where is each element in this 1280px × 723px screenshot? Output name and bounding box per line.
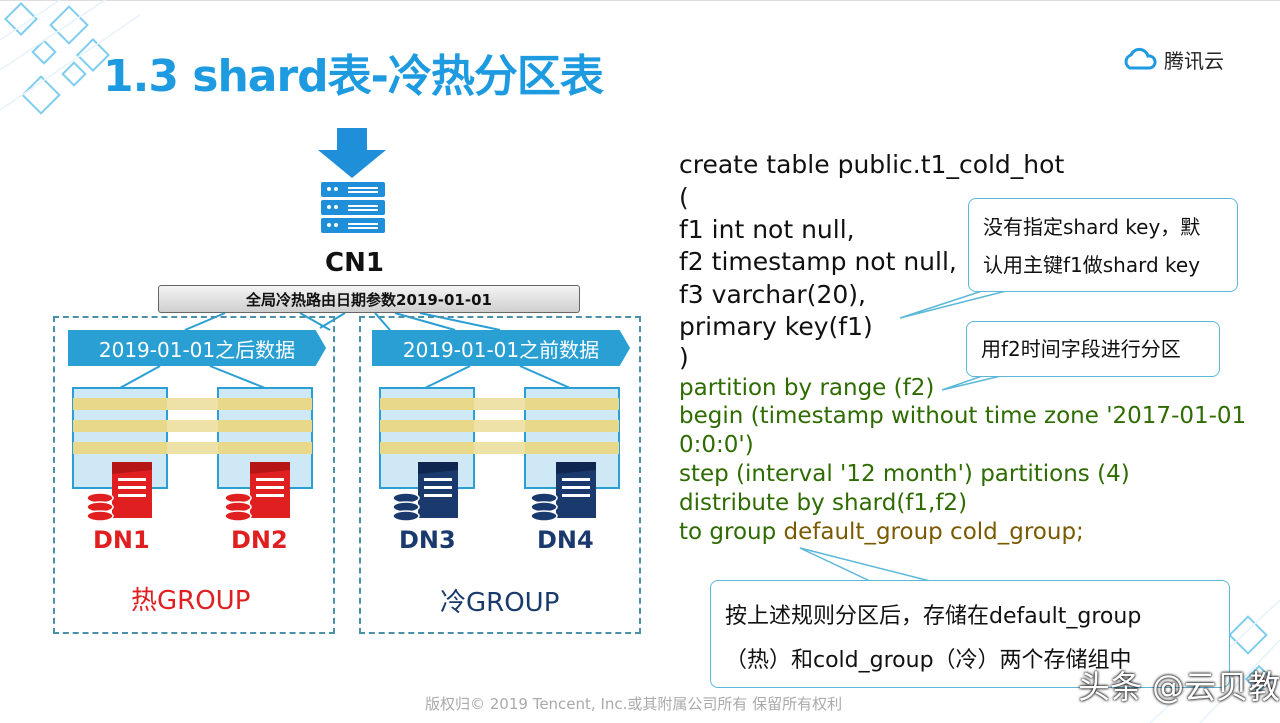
cold-table-2 <box>524 387 620 489</box>
code-line: primary key(f1) <box>679 312 873 341</box>
hot-group-box <box>53 316 335 634</box>
code-line: ( <box>679 183 689 212</box>
down-arrow-icon <box>318 128 386 178</box>
logo-text: 腾讯云 <box>1164 48 1224 73</box>
hot-data-ribbon: 2019-01-01之后数据 <box>68 330 326 366</box>
tencent-cloud-logo: 腾讯云 <box>1122 44 1224 74</box>
copyright-footer: 版权归© 2019 Tencent, Inc.或其附属公司所有 保留所有权利 <box>425 695 843 713</box>
cn1-label: CN1 <box>325 248 384 278</box>
dn2-label: DN2 <box>231 526 288 554</box>
callout-storage-line2: （热）和cold_group（冷）两个存储组中 <box>725 648 1132 673</box>
code-line: step (interval '12 month') partitions (4… <box>679 461 1130 487</box>
callout-shard-key-line2: 认用主键f1做shard key <box>983 253 1201 277</box>
cloud-icon <box>1124 47 1157 70</box>
watermark: 头条 @云贝教育 <box>1078 668 1280 706</box>
code-line-to-group: to group default_group cold_group; <box>679 518 1084 547</box>
dn1-label: DN1 <box>93 526 150 554</box>
cold-db-icon-1 <box>392 462 458 522</box>
code-line: partition by range (f2) <box>679 375 935 401</box>
code-line: distribute by shard(f1,f2) <box>679 490 968 516</box>
slide-title: 1.3 shard表-冷热分区表 <box>103 51 604 102</box>
code-line: create table public.t1_cold_hot <box>679 150 1065 179</box>
callout-partition-text: 用f2时间字段进行分区 <box>981 337 1181 361</box>
cold-group-label: 冷GROUP <box>440 588 560 618</box>
code-line: ) <box>679 343 689 372</box>
dn4-label: DN4 <box>537 526 594 554</box>
code-group-names: default_group cold_group; <box>783 519 1084 545</box>
cold-db-icon-2 <box>530 462 596 522</box>
callout-storage-line1: 按上述规则分区后，存储在default_group <box>725 604 1142 629</box>
code-line: f1 int not null, <box>679 215 855 244</box>
callout-shard-key-line1: 没有指定shard key，默 <box>983 215 1201 239</box>
cold-group-box <box>359 316 641 634</box>
code-line: 0:0:0') <box>679 432 754 458</box>
hot-group-label: 热GROUP <box>131 586 251 616</box>
callout-storage: 按上述规则分区后，存储在default_group （热）和cold_group… <box>710 580 1230 688</box>
architecture-diagram <box>72 128 620 522</box>
hot-db-icon-1 <box>86 462 152 522</box>
dn3-label: DN3 <box>399 526 456 554</box>
code-line: f2 timestamp not null, <box>679 247 957 276</box>
route-param-bar: 全局冷热路由日期参数2019-01-01 <box>158 285 580 313</box>
callout-shard-key: 没有指定shard key，默 认用主键f1做shard key <box>968 198 1238 292</box>
callout-partition: 用f2时间字段进行分区 <box>966 321 1220 377</box>
cold-data-ribbon: 2019-01-01之前数据 <box>372 330 630 366</box>
code-line: f3 varchar(20), <box>679 280 866 309</box>
hot-db-icon-2 <box>224 462 290 522</box>
server-icon <box>321 182 385 233</box>
code-to-group-prefix: to group <box>679 519 784 545</box>
code-line: begin (timestamp without time zone '2017… <box>679 403 1247 429</box>
